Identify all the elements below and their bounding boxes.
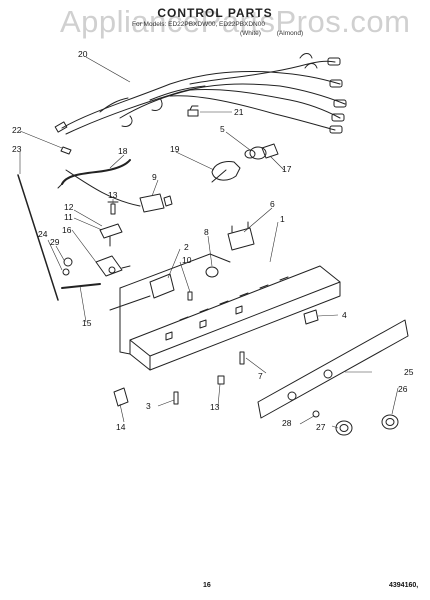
callout-12: 12 [64, 202, 74, 212]
callout-3: 3 [146, 401, 151, 411]
knob-part-26 [381, 414, 399, 430]
callout-6: 6 [270, 199, 275, 209]
callout-21: 21 [234, 107, 244, 117]
light-bulb-part [211, 161, 241, 183]
washer-part-28 [312, 410, 320, 418]
switch-part-16 [95, 255, 131, 277]
callout-28: 28 [282, 418, 292, 428]
callout-29: 29 [50, 237, 60, 247]
callout-18: 18 [118, 146, 128, 156]
callout-13-top: 13 [108, 190, 118, 200]
callout-14: 14 [116, 422, 126, 432]
clip-part-4 [303, 309, 319, 325]
nut-part-29 [63, 257, 73, 267]
callout-labels: 20 21 22 5 23 18 19 17 9 13 12 11 6 1 24… [12, 49, 414, 432]
callout-17: 17 [282, 164, 292, 174]
callout-9: 9 [152, 172, 157, 182]
control-housing-part-1 [119, 253, 341, 371]
callout-11: 11 [64, 212, 73, 222]
variant-almond: (Almond) [276, 30, 304, 37]
rod-part-23 [17, 174, 59, 301]
callout-16: 16 [62, 225, 72, 235]
callout-26: 26 [398, 384, 408, 394]
watermark-text: AppliancePartsPros.com [60, 4, 411, 39]
leader-lines [19, 56, 399, 429]
callout-5: 5 [220, 124, 225, 134]
callout-7: 7 [258, 371, 263, 381]
page-number: 16 [203, 582, 211, 589]
rod-part-15 [61, 283, 101, 289]
callout-13-bottom: 13 [210, 402, 220, 412]
control-panel-part-25 [257, 319, 409, 419]
callout-19: 19 [170, 144, 180, 154]
clip-part-21 [187, 105, 199, 117]
callout-24: 24 [38, 229, 48, 239]
callout-8: 8 [204, 227, 209, 237]
knob-part-8 [205, 266, 219, 278]
washer-part-24 [62, 268, 70, 276]
callout-15: 15 [82, 318, 92, 328]
callout-10: 10 [182, 255, 192, 265]
callout-22: 22 [12, 125, 22, 135]
tube-part-18 [61, 159, 131, 185]
screw-part-7 [239, 351, 245, 365]
knob-part-27 [335, 420, 353, 436]
model-subtitle: For Models: ED22PBXDW00, ED22PBXDN00 [132, 21, 265, 28]
bracket-part-14 [113, 387, 129, 407]
callout-2: 2 [184, 242, 189, 252]
bracket-part-11 [99, 223, 123, 247]
screw-part-10 [187, 291, 193, 301]
callout-4: 4 [342, 310, 347, 320]
callout-1: 1 [280, 214, 285, 224]
connector-part-22 [60, 146, 72, 155]
variant-white: (White) [240, 30, 261, 37]
screw-part-3 [173, 391, 179, 405]
screw-part-13-lower [217, 375, 225, 385]
callout-25: 25 [404, 367, 414, 377]
callout-20: 20 [78, 49, 88, 59]
control-part-6 [227, 221, 255, 251]
bracket-part-2 [109, 273, 175, 311]
light-socket-part [244, 143, 279, 160]
page-title: CONTROL PARTS [157, 6, 273, 20]
callout-27: 27 [316, 422, 326, 432]
document-code: 4394160, [389, 582, 419, 589]
callout-23: 23 [12, 144, 22, 154]
color-variants: (White) (Almond) [240, 30, 330, 37]
wire-harness-part [54, 53, 347, 135]
thermostat-part [65, 169, 173, 213]
